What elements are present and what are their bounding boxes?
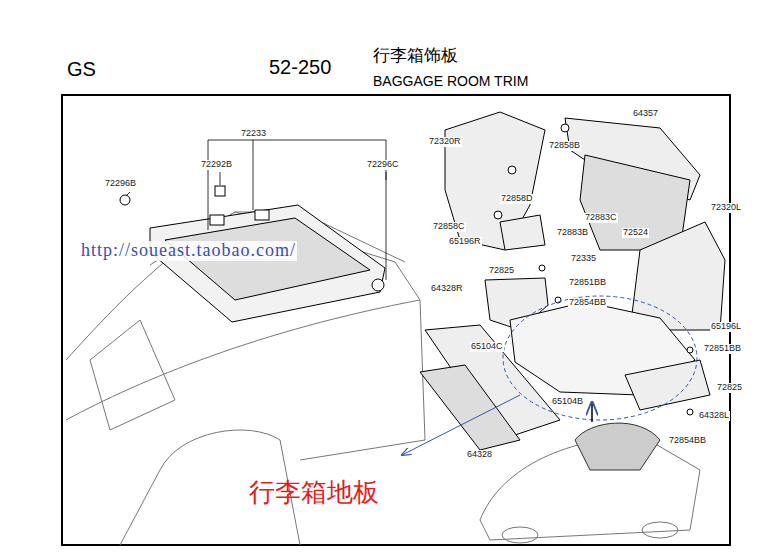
callout-number: 72858B — [548, 141, 581, 151]
callout-number: 65104C — [470, 342, 504, 352]
callout-number: 64357 — [632, 109, 659, 119]
callout-number: 72851BB — [568, 278, 607, 288]
callout-number: 64328R — [430, 284, 464, 294]
callout-number: 72320R — [428, 137, 462, 147]
callout-number: 72825 — [488, 266, 515, 276]
pointer-arrow — [402, 395, 520, 455]
page-number: 52-250 — [268, 56, 332, 78]
title-en: BAGGAGE ROOM TRIM — [372, 74, 529, 89]
callout-number: 72858C — [432, 222, 466, 232]
callout-number: 72296B — [104, 179, 137, 189]
callout-number: 72296C — [366, 160, 400, 170]
callout-number: 72854BB — [568, 298, 607, 308]
callout-number: 72292B — [200, 160, 233, 170]
caption-cn: 行李箱地板 — [248, 478, 380, 507]
callout-number: 72524 — [622, 228, 649, 238]
callout-number: 65196R — [448, 237, 482, 247]
callout-number: 72883B — [556, 228, 589, 238]
callout-number: 65196L — [710, 322, 742, 332]
dashed-ellipse — [503, 296, 697, 420]
callout-number: 72825 — [716, 383, 743, 393]
pointer-arrow — [591, 402, 593, 422]
callout-number: 72320L — [710, 203, 742, 213]
callout-number: 64328L — [698, 411, 730, 421]
callout-number: 64328 — [466, 450, 493, 460]
callout-number: 72233 — [240, 129, 267, 139]
small-car — [480, 423, 700, 543]
callout-number: 65104B — [551, 397, 584, 407]
section-code: GS — [66, 58, 97, 80]
watermark: http://soueast.taobao.com/ — [80, 241, 297, 261]
callout-number: 72858D — [500, 194, 534, 204]
frame — [62, 95, 730, 545]
callout-number: 72851BB — [703, 344, 742, 354]
trunk-trims — [420, 112, 725, 450]
callout-number: 72854BB — [668, 436, 707, 446]
callout-number: 72335 — [570, 254, 597, 264]
title-cn: 行李箱饰板 — [372, 46, 459, 65]
callout-number: 72883C — [584, 213, 618, 223]
